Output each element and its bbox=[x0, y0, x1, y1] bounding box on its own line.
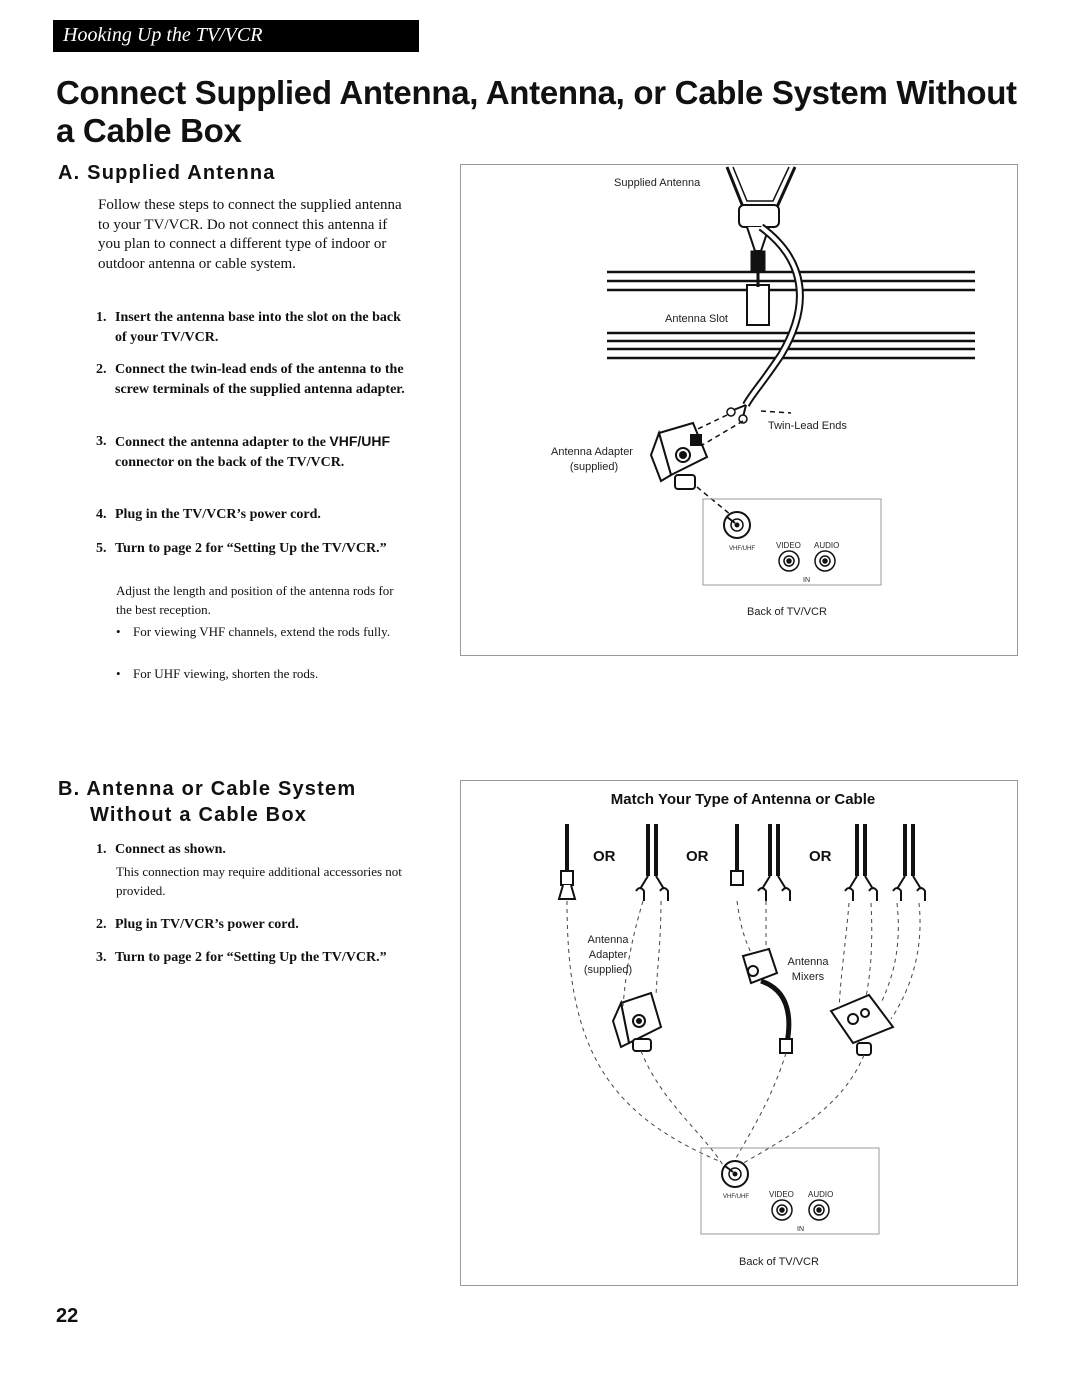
label-in: IN bbox=[797, 1226, 804, 1233]
step-number: 1. bbox=[96, 842, 107, 857]
video-jack bbox=[778, 550, 800, 572]
vhf-uhf-jack bbox=[721, 1160, 749, 1188]
label-video: VIDEO bbox=[769, 1190, 794, 1199]
section-b-heading-line1: B. Antenna or Cable System bbox=[58, 778, 357, 800]
label-adapter: Adapter bbox=[589, 949, 628, 961]
page-title: Connect Supplied Antenna, Antenna, or Ca… bbox=[56, 74, 1017, 149]
step-text: Connect as shown. bbox=[115, 842, 226, 857]
label-video: VIDEO bbox=[776, 541, 801, 550]
antenna-adapter-graphic bbox=[611, 991, 663, 1052]
step-item: 1. Connect as shown. bbox=[96, 840, 408, 860]
section-a-note: Adjust the length and position of the an… bbox=[116, 583, 394, 617]
or-label: OR bbox=[593, 848, 616, 865]
twin-lead-graphic bbox=[635, 824, 669, 901]
step-item: 2. Connect the twin-lead ends of the ant… bbox=[96, 360, 408, 399]
bullet-text: For viewing VHF channels, extend the rod… bbox=[133, 624, 391, 639]
figure-a-panel: Supplied Antenna Antenna Slot Twin-Lead … bbox=[460, 164, 1018, 656]
back-of-tv-frame bbox=[702, 498, 882, 586]
bullet-text: For UHF viewing, shorten the rods. bbox=[133, 666, 319, 681]
video-jack bbox=[771, 1199, 793, 1221]
section-b-note: This connection may require additional a… bbox=[116, 864, 402, 898]
step-number: 3. bbox=[96, 950, 107, 965]
vhf-uhf-jack bbox=[723, 511, 751, 539]
antenna-mixer-graphic bbox=[829, 993, 895, 1056]
label-vhf-uhf: VHF/UHF bbox=[723, 1194, 749, 1200]
connection-dashes bbox=[566, 900, 921, 1170]
step-text: Insert the antenna base into the slot on… bbox=[115, 310, 401, 345]
label-audio: AUDIO bbox=[808, 1190, 833, 1199]
step-number: 2. bbox=[96, 917, 107, 932]
step-number: 1. bbox=[96, 310, 107, 325]
back-of-tv-frame bbox=[700, 1147, 880, 1235]
connection-dashes bbox=[680, 410, 792, 516]
page-number: 22 bbox=[56, 1305, 79, 1327]
step-text: Turn to page 2 for “Setting Up the TV/VC… bbox=[115, 950, 387, 965]
section-header-bar: Hooking Up the TV/VCR bbox=[53, 20, 419, 52]
label-in: IN bbox=[803, 577, 810, 584]
vhf-uhf-term: VHF/UHF bbox=[329, 433, 391, 449]
label-audio: AUDIO bbox=[814, 541, 839, 550]
section-b-heading-line2: Without a Cable Box bbox=[90, 804, 308, 826]
label-vhf-uhf: VHF/UHF bbox=[729, 546, 755, 552]
coax-cable-graphic bbox=[557, 824, 577, 900]
step-text: Connect the twin-lead ends of the antenn… bbox=[115, 362, 405, 397]
figure-b-panel: Match Your Type of Antenna or Cable bbox=[460, 780, 1018, 1286]
step-item: 3. Turn to page 2 for “Setting Up the TV… bbox=[96, 948, 408, 968]
label-antenna: Antenna bbox=[588, 934, 630, 946]
step-text: Plug in TV/VCR’s power cord. bbox=[115, 917, 299, 932]
step-item: 4. Plug in the TV/VCR’s power cord. bbox=[96, 505, 408, 525]
label-antenna-adapter: Antenna Adapter bbox=[551, 446, 633, 458]
step-number: 2. bbox=[96, 362, 107, 377]
step-item: 5. Turn to page 2 for “Setting Up the TV… bbox=[96, 539, 408, 559]
supplied-antenna-graphic bbox=[725, 166, 804, 424]
figure-a-diagram: Supplied Antenna Antenna Slot Twin-Lead … bbox=[551, 166, 975, 618]
tv-back-lines bbox=[607, 270, 975, 360]
step-number: 3. bbox=[96, 434, 107, 449]
label-twin-lead-ends: Twin-Lead Ends bbox=[768, 420, 847, 432]
step-item: 3. Connect the antenna adapter to the VH… bbox=[96, 432, 408, 472]
or-label: OR bbox=[809, 848, 832, 865]
step-item: 2. Plug in TV/VCR’s power cord. bbox=[96, 915, 408, 935]
step-text: Plug in the TV/VCR’s power cord. bbox=[115, 507, 321, 522]
bullet-item: • For viewing VHF channels, extend the r… bbox=[116, 622, 408, 641]
antenna-adapter-graphic bbox=[649, 421, 709, 490]
label-back-of-tv: Back of TV/VCR bbox=[747, 606, 827, 618]
audio-jack bbox=[814, 550, 836, 572]
bullet-dot: • bbox=[116, 666, 121, 681]
step-number: 4. bbox=[96, 507, 107, 522]
coax-and-twin-lead-graphic bbox=[730, 824, 791, 901]
section-a-heading: A. Supplied Antenna bbox=[58, 162, 276, 184]
label-supplied: (supplied) bbox=[584, 964, 632, 976]
step-text: Connect the antenna adapter to the VHF/U… bbox=[96, 432, 408, 472]
label-antenna-mixers: Antenna bbox=[788, 956, 830, 968]
label-supplied-antenna: Supplied Antenna bbox=[614, 177, 701, 189]
section-header-title: Hooking Up the TV/VCR bbox=[63, 24, 263, 46]
label-antenna-slot: Antenna Slot bbox=[665, 313, 728, 325]
dual-twin-lead-graphic bbox=[844, 824, 926, 901]
figure-b-diagram: Match Your Type of Antenna or Cable bbox=[557, 791, 926, 1268]
section-b-heading: B. Antenna or Cable System Without a Cab… bbox=[58, 776, 418, 828]
label-antenna-adapter-supplied: (supplied) bbox=[570, 461, 618, 473]
bullet-item: • For UHF viewing, shorten the rods. bbox=[116, 664, 408, 683]
step-text: Turn to page 2 for “Setting Up the TV/VC… bbox=[115, 541, 387, 556]
section-a-intro: Follow these steps to connect the suppli… bbox=[98, 197, 402, 272]
label-mixers: Mixers bbox=[792, 971, 825, 983]
audio-jack bbox=[808, 1199, 830, 1221]
step-item: 1. Insert the antenna base into the slot… bbox=[96, 308, 408, 347]
label-back-of-tv: Back of TV/VCR bbox=[739, 1256, 819, 1268]
antenna-mixer-graphic bbox=[741, 947, 793, 1054]
figure-b-title: Match Your Type of Antenna or Cable bbox=[611, 791, 875, 808]
step-text-part: connector on the back of the TV/VCR. bbox=[115, 454, 345, 470]
bullet-dot: • bbox=[116, 624, 121, 639]
step-number: 5. bbox=[96, 541, 107, 556]
step-text-part: Connect the antenna adapter to the bbox=[115, 435, 330, 450]
or-label: OR bbox=[686, 848, 709, 865]
